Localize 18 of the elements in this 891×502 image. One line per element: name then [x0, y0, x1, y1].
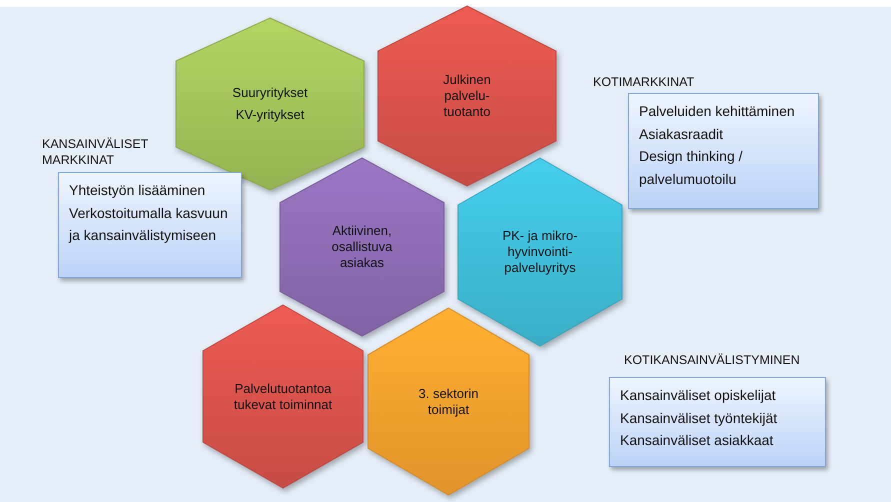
section-heading: KOTIKANSAINVÄLISTYMINEN [624, 352, 800, 368]
hexagon-label: 3. sektorin toimijat [418, 386, 480, 418]
card-text: Kansainväliset työntekijät [620, 408, 778, 428]
hexagon-label: Julkinen palvelu- tuotanto [442, 72, 492, 120]
card-text: Kansainväliset asiakkaat [620, 431, 774, 450]
card-text: Asiakasraadit [639, 124, 724, 144]
hexagon-label: Aktiivinen, osallistuva asiakas [330, 223, 394, 271]
card-text: Kansainväliset opiskelijat [620, 386, 777, 405]
hexagon-label: Palvelutuotantoa tukevat toiminnat [232, 380, 334, 412]
section-heading: KANSAINVÄLISET MARKKINAT [42, 136, 150, 168]
card-text: Yhteistyön lisääminen [69, 181, 206, 200]
card-text: Palveluiden kehittäminen [639, 102, 796, 121]
hexagon-label: Suuryritykset [232, 85, 308, 101]
section-heading: KOTIMARKKINAT [593, 74, 694, 90]
hexagon-label: PK- ja mikro- hyvinvointi- palveluyritys [501, 228, 579, 276]
card-text: Verkostoitumalla kasvuun ja kansainvälistymiseen [69, 204, 229, 245]
hexagon-label: KV-yritykset [236, 107, 304, 123]
card-text: Design thinking / palvelumuotoilu [639, 147, 744, 189]
